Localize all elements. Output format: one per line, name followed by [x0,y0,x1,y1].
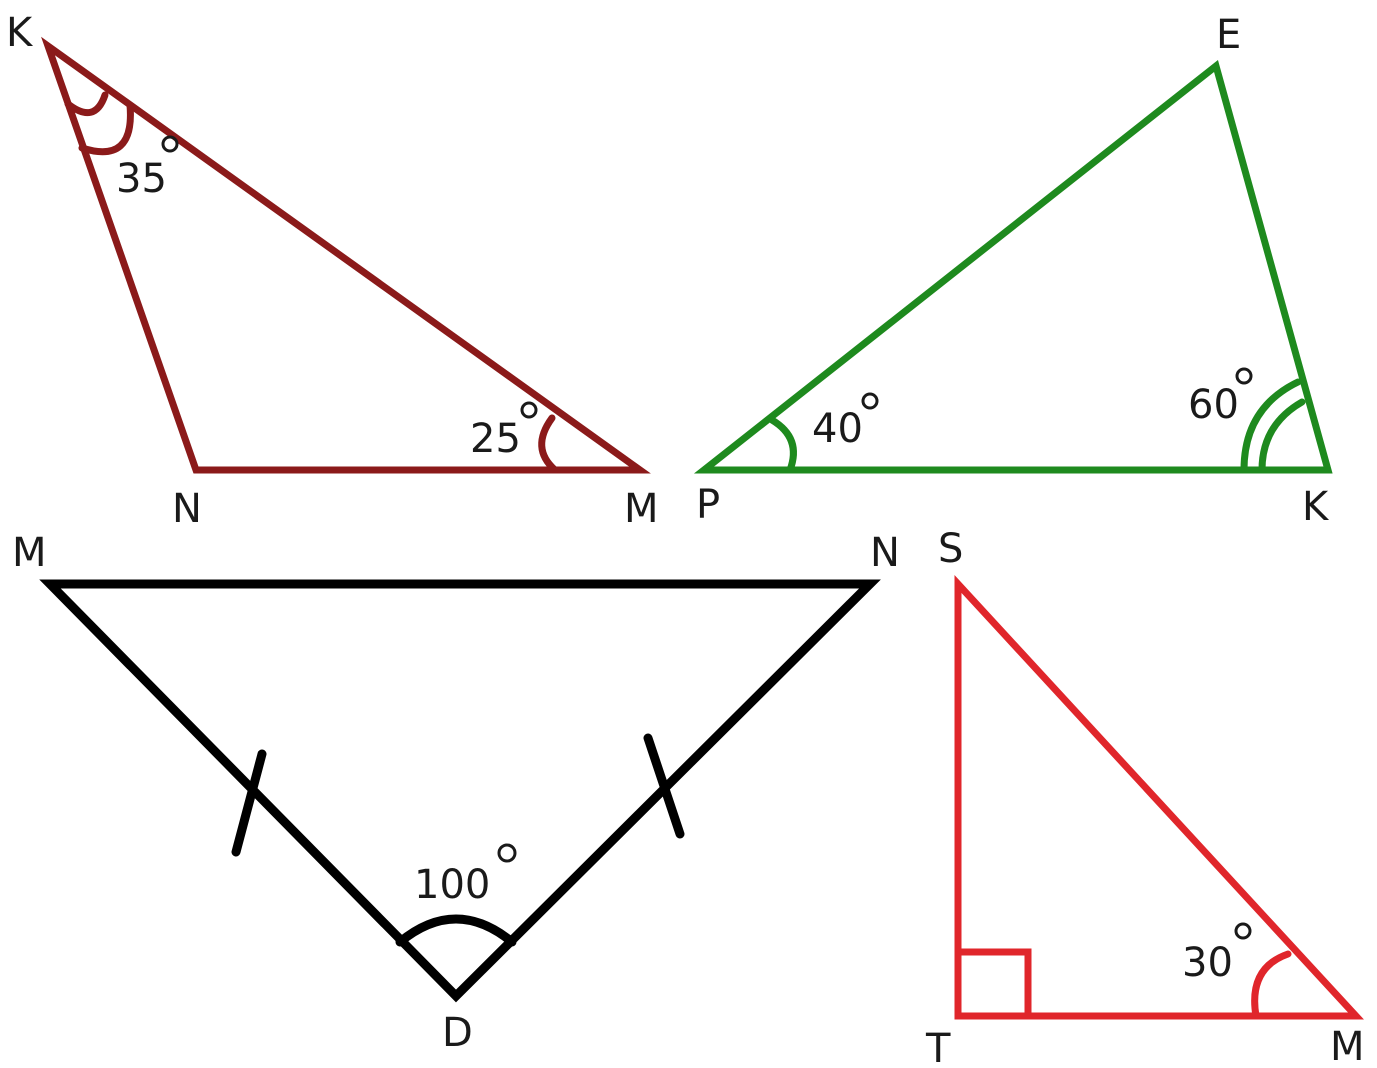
vertex-label-p: P [696,482,720,528]
triangle-stm-outline [954,575,1364,1020]
triangle-mnd-outline [39,579,881,1003]
degree-mark-k [161,135,179,153]
angle-k-arc-inner [64,91,109,117]
vertex-label-d: D [442,1010,473,1056]
angle-m-arc [538,414,559,474]
angle-value-k2: 60 [1188,382,1239,428]
angle-p-arc [768,416,797,474]
triangle-knm [41,36,651,474]
angle-value-d: 100 [414,862,490,908]
angle-m4-arc [1251,950,1292,1020]
vertex-label-k1: K [6,10,34,56]
tick-mark-md [231,749,267,857]
vertex-label-m3: M [12,530,47,576]
vertex-label-s: S [938,526,963,572]
angle-k2-arc-inner [1258,398,1306,474]
vertex-label-m4: M [1330,1024,1365,1068]
vertex-label-k2: K [1302,484,1330,530]
right-angle-mark-t [954,948,1032,1020]
vertex-label-e: E [1216,12,1241,58]
vertex-label-m1: M [624,486,659,532]
angle-k2-arc-outer [1240,378,1302,474]
angle-d-arc [395,914,517,947]
vertex-label-t: T [925,1026,951,1068]
vertex-label-n1: N [172,486,202,532]
triangle-knm-outline [41,36,651,474]
degree-mark-k2 [1235,367,1253,385]
triangle-mnd [39,579,881,1003]
triangle-epk [693,59,1333,474]
triangle-stm [954,575,1364,1020]
angle-k-arc-outer [78,101,134,156]
angle-value-m: 25 [470,416,521,462]
angle-value-m4: 30 [1182,940,1233,986]
angle-value-k: 35 [116,156,167,202]
degree-mark-m4 [1234,922,1252,940]
tick-mark-nd [643,733,685,839]
triangle-epk-outline [693,59,1333,474]
degree-mark-d [497,843,517,863]
vertex-label-n3: N [870,530,900,576]
degree-mark-m [520,401,538,419]
angle-value-p: 40 [812,406,863,452]
degree-mark-p [861,392,879,410]
